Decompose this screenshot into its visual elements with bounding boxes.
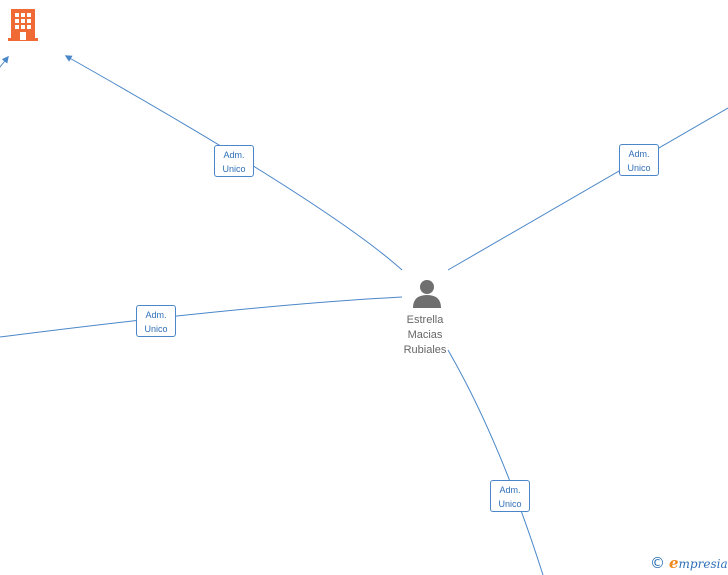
person-name-line-3: Rubiales bbox=[403, 344, 447, 356]
brand-logo[interactable]: empresia bbox=[669, 554, 728, 572]
edge-line-bottom bbox=[447, 349, 544, 575]
edge-line-right bbox=[447, 107, 728, 271]
edge-label-type: Unico bbox=[627, 163, 651, 173]
edge-label-role: Adm. bbox=[223, 150, 245, 160]
edge-line-left bbox=[0, 296, 403, 338]
building-icon[interactable] bbox=[6, 6, 40, 42]
brand-footer: © empresia bbox=[650, 553, 728, 573]
edge-label-type: Unico bbox=[498, 499, 522, 509]
edge-label-left[interactable]: Adm. Unico bbox=[136, 305, 176, 337]
edge-label-role: Adm. bbox=[145, 310, 167, 320]
brand-logo-text: mpresia bbox=[678, 557, 728, 571]
edge-label-top-left[interactable]: Adm. Unico bbox=[214, 145, 254, 177]
edge-label-right[interactable]: Adm. Unico bbox=[619, 144, 659, 176]
person-name-line-2: Macias bbox=[407, 329, 443, 341]
edge-label-type: Unico bbox=[222, 164, 246, 174]
person-name-line-1: Estrella bbox=[406, 314, 444, 326]
copyright-icon: © bbox=[650, 554, 665, 572]
edge-line-top-left bbox=[64, 55, 403, 271]
edge-label-type: Unico bbox=[144, 324, 168, 334]
brand-logo-initial: e bbox=[669, 554, 679, 572]
person-name[interactable]: Estrella Macias Rubiales bbox=[385, 313, 465, 358]
edge-label-bottom[interactable]: Adm. Unico bbox=[490, 480, 530, 512]
edge-label-role: Adm. bbox=[628, 149, 650, 159]
edge-label-role: Adm. bbox=[499, 485, 521, 495]
edge-line-top-offscreen bbox=[0, 55, 9, 68]
person-icon[interactable] bbox=[410, 278, 444, 308]
